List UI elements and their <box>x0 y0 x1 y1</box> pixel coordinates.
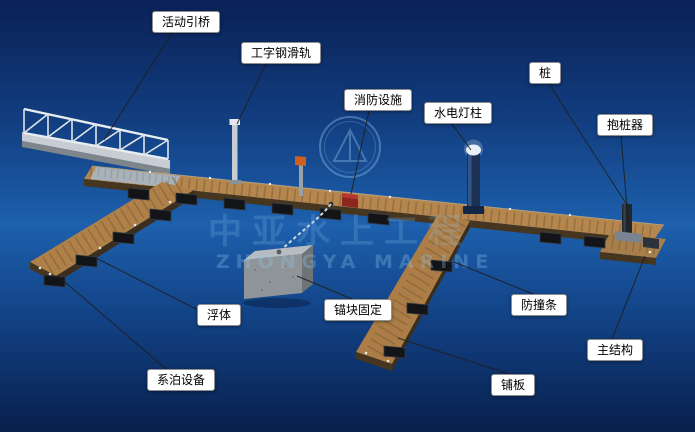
anchor-chain <box>278 203 332 253</box>
leader-lamp-post <box>451 123 472 151</box>
leader-lines <box>57 32 646 375</box>
leader-fender-strip <box>453 261 534 295</box>
label-pile-guide: 抱桩器 <box>597 114 654 136</box>
small-lamp-post <box>295 156 306 196</box>
leader-deck-plank <box>397 337 510 375</box>
label-float-body: 浮体 <box>197 304 242 326</box>
label-lamp-post: 水电灯柱 <box>424 102 493 124</box>
label-mooring-equip: 系泊设备 <box>147 369 216 391</box>
gangway-landing-plate <box>90 167 180 188</box>
label-ibeam-rail: 工字钢滑轨 <box>241 42 322 64</box>
leader-float-body <box>95 257 199 311</box>
mooring-pile <box>622 204 632 248</box>
label-pile: 桩 <box>529 62 562 84</box>
label-gangway: 活动引桥 <box>152 11 221 33</box>
label-main-structure: 主结构 <box>587 339 644 361</box>
label-fire-facility: 消防设施 <box>344 89 413 111</box>
cleats <box>38 170 652 363</box>
watermark-text-en: ZHONGYA MARINE <box>216 251 494 273</box>
leader-pile <box>548 83 628 206</box>
ibeam-slide-post <box>229 119 241 184</box>
truss-gangway <box>22 107 170 175</box>
label-anchor-block: 锚块固定 <box>324 299 393 321</box>
leader-main-structure <box>611 255 646 340</box>
leader-ibeam-rail <box>236 63 267 125</box>
fire-cabinet <box>342 193 358 208</box>
label-deck-plank: 铺板 <box>491 374 536 396</box>
watermark-text-cn: 中亚水上工程 <box>208 212 472 252</box>
finger-pier-left <box>30 176 194 283</box>
finger-pier-center <box>356 213 470 371</box>
leader-pile-guide <box>620 135 630 232</box>
leader-anchor-block <box>296 275 353 300</box>
label-fender-strip: 防撞条 <box>511 294 568 316</box>
floats <box>43 187 606 359</box>
leader-gangway <box>103 32 173 141</box>
watermark-logo <box>319 116 381 178</box>
leader-fire-facility <box>350 110 370 195</box>
pile-guide-bracket <box>615 231 641 243</box>
leader-mooring-equip <box>57 275 167 370</box>
water-electric-lamp-pile <box>463 139 484 214</box>
anchor-block <box>243 201 334 308</box>
